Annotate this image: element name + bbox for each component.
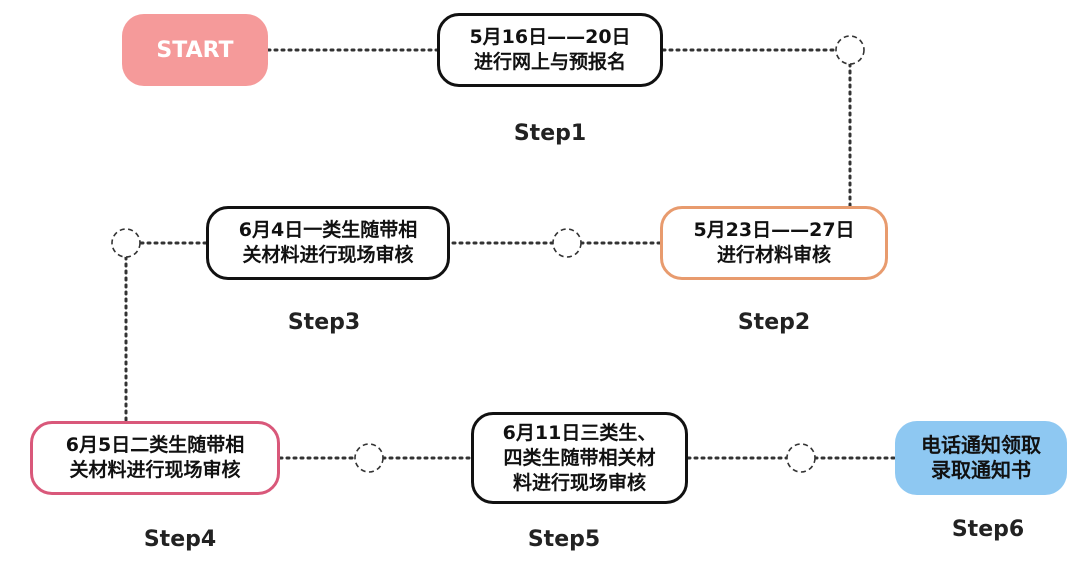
junction-circle-middle [552,228,582,258]
step1-label: Step1 [513,121,587,146]
step1-node: 5月16日——20日 进行网上与预报名 [437,13,663,87]
step5-node: 6月11日三类生、 四类生随带相关材 料进行现场审核 [471,412,688,504]
step4-label: Step4 [143,527,217,552]
step5-label: Step5 [527,527,601,552]
step6-label: Step6 [951,517,1025,542]
junction-circle-top-right [835,35,865,65]
step3-node: 6月4日一类生随带相 关材料进行现场审核 [206,206,450,280]
step6-node: 电话通知领取 录取通知书 [895,421,1067,495]
start-node: START [122,14,268,86]
step4-node: 6月5日二类生随带相 关材料进行现场审核 [30,421,280,495]
junction-circle-middle-left [111,228,141,258]
junction-circle-bottom-left [354,443,384,473]
step2-node: 5月23日——27日 进行材料审核 [660,206,888,280]
step3-label: Step3 [287,310,361,335]
junction-circle-bottom-right [786,443,816,473]
step2-label: Step2 [737,310,811,335]
